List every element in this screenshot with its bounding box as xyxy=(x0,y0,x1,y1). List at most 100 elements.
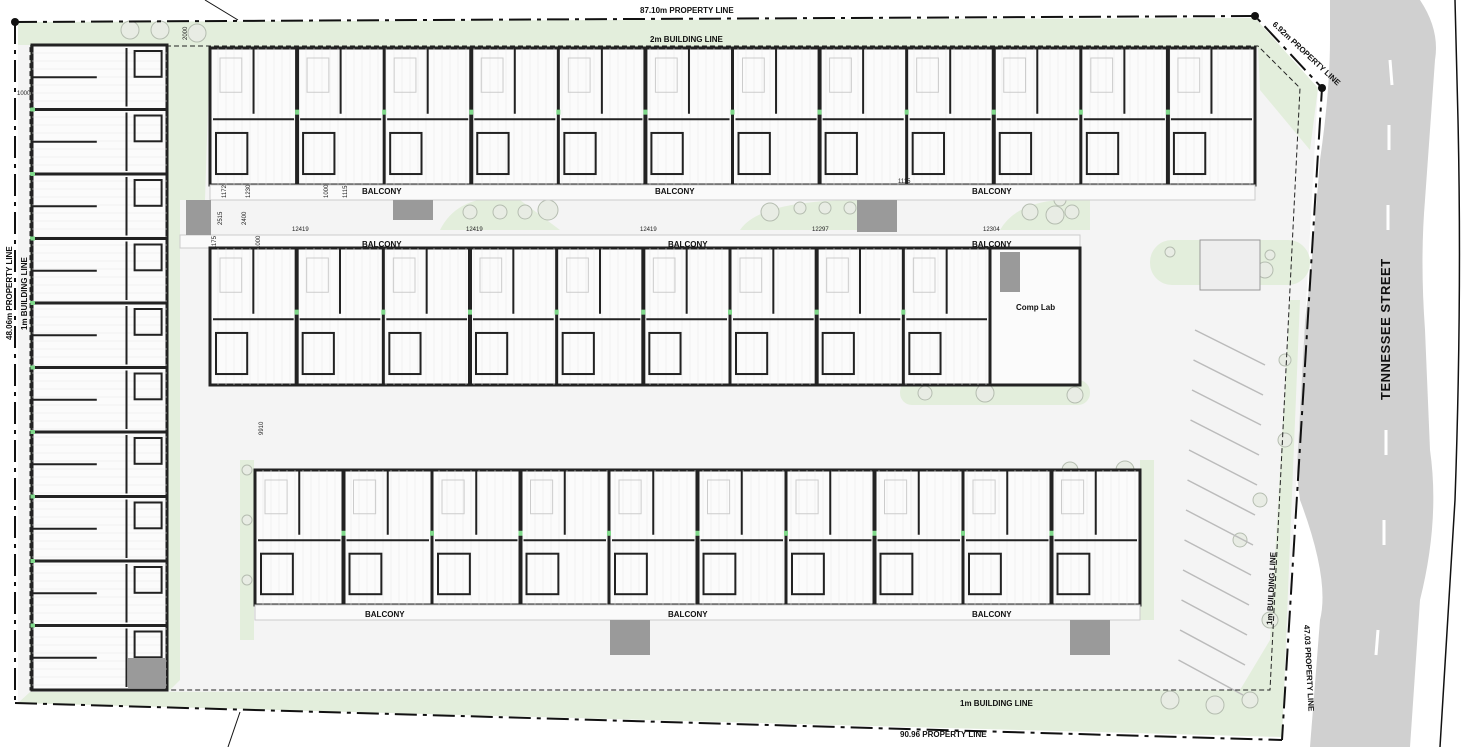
left-building-line-label: 1m BUILDING LINE xyxy=(20,256,29,330)
tree xyxy=(1277,432,1293,448)
stair xyxy=(128,658,166,688)
tree xyxy=(1241,691,1259,709)
tree xyxy=(1045,205,1065,225)
bathroom xyxy=(133,50,163,78)
bed xyxy=(739,257,763,293)
bed xyxy=(219,257,243,293)
bathroom xyxy=(302,131,336,176)
boundary-tick xyxy=(204,0,239,21)
bed xyxy=(393,57,417,93)
tree xyxy=(1252,492,1268,508)
bed xyxy=(972,479,996,515)
stair xyxy=(1070,620,1110,655)
building-line xyxy=(29,45,1301,691)
bed xyxy=(566,257,589,293)
bathroom xyxy=(998,131,1033,176)
bathroom xyxy=(476,131,510,176)
apartment-block xyxy=(253,468,1142,607)
bed xyxy=(916,57,939,93)
window xyxy=(30,172,35,176)
tree xyxy=(241,514,253,526)
tree xyxy=(793,201,807,215)
tree xyxy=(1278,353,1292,367)
window xyxy=(341,530,346,536)
bed xyxy=(1090,57,1114,93)
bed xyxy=(306,257,329,293)
tree xyxy=(462,204,478,220)
tree xyxy=(975,383,995,403)
parking-bay-line xyxy=(1178,659,1244,696)
bathroom xyxy=(437,552,471,596)
bed xyxy=(618,479,642,515)
window xyxy=(991,109,996,115)
window xyxy=(294,309,299,315)
balcony-middle xyxy=(179,234,1081,249)
stair xyxy=(393,200,433,220)
balcony-bottom xyxy=(254,604,1141,621)
bathroom xyxy=(525,552,560,596)
stair xyxy=(610,620,650,655)
bed xyxy=(530,479,554,515)
window xyxy=(430,530,434,536)
bed xyxy=(884,479,908,515)
bathroom xyxy=(824,131,858,176)
parking-bay-line xyxy=(1191,389,1262,426)
bathroom xyxy=(737,131,771,176)
balcony-label: BALCONY xyxy=(362,240,402,249)
bathroom xyxy=(879,552,914,596)
tree xyxy=(187,23,207,43)
svg-text:2000: 2000 xyxy=(183,26,189,40)
apartment-block xyxy=(208,46,1257,187)
stair xyxy=(186,200,211,235)
balcony-label: BALCONY xyxy=(972,187,1012,196)
tree xyxy=(1160,690,1180,710)
boundary-tick xyxy=(227,711,241,747)
bathroom xyxy=(650,131,684,176)
bathroom xyxy=(388,331,422,376)
svg-text:12297: 12297 xyxy=(812,227,829,233)
bathroom xyxy=(1172,131,1207,176)
bed xyxy=(392,257,416,293)
tree xyxy=(1064,204,1080,220)
window xyxy=(469,109,474,115)
balcony-label: BALCONY xyxy=(365,610,405,619)
parking-bays xyxy=(1178,329,1266,696)
bed xyxy=(795,479,819,515)
bathroom xyxy=(133,566,163,594)
svg-text:1115: 1115 xyxy=(898,179,911,185)
window xyxy=(1165,109,1170,115)
tree xyxy=(241,464,253,476)
bathroom xyxy=(791,552,825,596)
bathroom xyxy=(260,552,294,596)
parking-bay-line xyxy=(1179,629,1246,666)
top-property-line-label: 87.10m PROPERTY LINE xyxy=(640,6,734,15)
parking-bay-line xyxy=(1193,359,1264,396)
bathroom xyxy=(133,630,163,659)
svg-text:12304: 12304 xyxy=(983,227,1000,233)
bathroom xyxy=(215,331,249,376)
svg-text:1175: 1175 xyxy=(212,235,218,249)
window xyxy=(30,301,35,305)
balcony-label: BALCONY xyxy=(668,240,708,249)
bed xyxy=(1003,57,1027,93)
right-building-line-label: 1m BUILDING LINE xyxy=(1265,551,1278,625)
balcony-label: BALCONY xyxy=(972,610,1012,619)
bathroom xyxy=(908,331,942,376)
window xyxy=(30,494,35,499)
tree xyxy=(1205,695,1225,715)
bed xyxy=(264,479,288,515)
svg-text:9910: 9910 xyxy=(259,421,265,435)
window xyxy=(30,430,35,434)
bathroom xyxy=(301,331,335,376)
window xyxy=(381,309,386,315)
parking-bay-line xyxy=(1187,479,1256,516)
parking-bay-line xyxy=(1190,419,1260,456)
dimensions: 2000 1000 1172 1230 1000 1115 2515 2400 … xyxy=(17,26,1000,435)
bathroom xyxy=(133,372,163,401)
bathroom xyxy=(1056,552,1091,596)
bathroom xyxy=(563,131,597,176)
window xyxy=(961,530,965,536)
bathroom xyxy=(133,308,163,336)
svg-text:1000: 1000 xyxy=(324,184,330,198)
parking-bay-line xyxy=(1184,539,1252,576)
